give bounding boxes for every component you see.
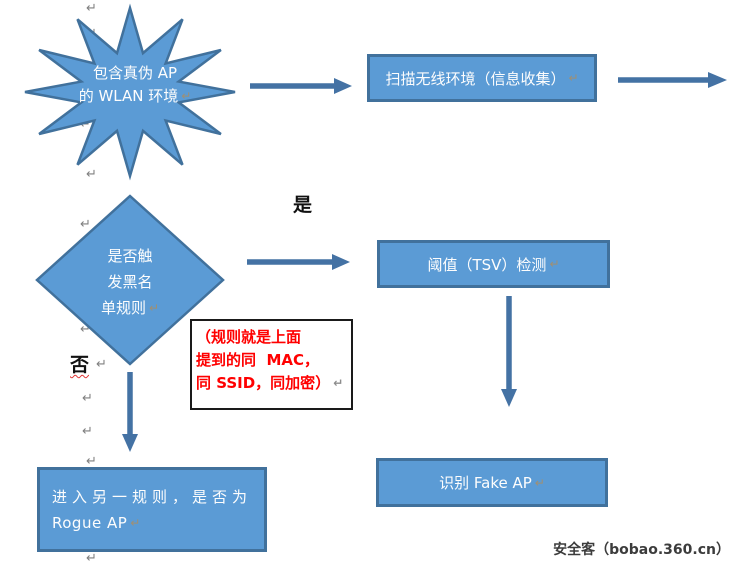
rogue-ap-rule-line: Rogue AP↵ bbox=[52, 513, 141, 532]
return-mark: ↵ bbox=[130, 515, 141, 530]
paragraph-mark: ↵ bbox=[80, 117, 91, 132]
arrow-tsv-to-fake-icon bbox=[501, 296, 517, 407]
arrow-start-to-scan-icon bbox=[250, 78, 352, 94]
watermark-text: 安全客（bobao.360.cn） bbox=[553, 542, 730, 558]
return-mark: ↵ bbox=[568, 71, 579, 85]
paragraph-mark: ↵ bbox=[86, 454, 97, 469]
diamond-label-line: 单规则↵ bbox=[100, 299, 160, 317]
scan-environment-box: 扫描无线环境（信息收集）↵ bbox=[367, 54, 597, 102]
identify-fake-ap-box: 识别 Fake AP↵ bbox=[376, 458, 608, 507]
paragraph-mark: ↵ bbox=[80, 217, 91, 232]
rule-note-line: 提到的同 MAC， bbox=[196, 351, 319, 369]
rule-note-line: 同 SSID，同加密）↵ bbox=[196, 374, 344, 392]
identify-fake-ap-label: 识别 Fake AP bbox=[439, 474, 532, 492]
return-mark: ↵ bbox=[333, 376, 344, 390]
paragraph-mark: ↵ bbox=[86, 167, 97, 182]
arrow-no-to-rogue-icon bbox=[122, 372, 138, 452]
starburst-label-line: 的 WLAN 环境↵ bbox=[78, 87, 192, 105]
starburst-label: 包含真伪 AP 的 WLAN 环境↵ bbox=[55, 62, 215, 108]
rogue-ap-rule-box: 进入另一规则，是否为 Rogue AP↵ bbox=[37, 467, 267, 552]
arrow-yes-to-tsv-icon bbox=[247, 254, 350, 270]
no-branch-label: 否 bbox=[70, 354, 90, 376]
starburst-label-line: 包含真伪 AP bbox=[92, 64, 178, 82]
starburst-shape bbox=[24, 3, 236, 181]
return-mark: ↵ bbox=[549, 257, 560, 271]
rule-note-box: （规则就是上面 提到的同 MAC， 同 SSID，同加密）↵ bbox=[190, 319, 353, 410]
paragraph-mark: ↵ bbox=[82, 424, 93, 439]
rule-note-line: （规则就是上面 bbox=[196, 328, 302, 346]
scan-environment-label: 扫描无线环境（信息收集） bbox=[385, 69, 566, 88]
tsv-detection-label: 阈值（TSV）检测 bbox=[427, 255, 547, 274]
return-mark: ↵ bbox=[181, 89, 192, 103]
diamond-label-line: 发黑名 bbox=[107, 273, 153, 291]
paragraph-mark: ↵ bbox=[82, 391, 93, 406]
rogue-ap-rule-line: 进入另一规则，是否为 bbox=[52, 487, 253, 506]
diamond-label-line: 是否触 bbox=[107, 247, 153, 265]
paragraph-mark: ↵ bbox=[96, 357, 107, 372]
tsv-detection-box: 阈值（TSV）检测↵ bbox=[377, 240, 610, 288]
return-mark: ↵ bbox=[148, 301, 160, 315]
arrow-scan-to-right-icon bbox=[618, 72, 727, 88]
decision-diamond-shape bbox=[35, 194, 225, 366]
yes-branch-label: 是 bbox=[293, 194, 313, 216]
paragraph-mark: ↵ bbox=[80, 322, 91, 337]
decision-diamond-label: 是否触 发黑名 单规则↵ bbox=[80, 243, 180, 321]
paragraph-mark: ↵ bbox=[86, 1, 97, 16]
paragraph-mark: ↵ bbox=[86, 551, 97, 566]
return-mark: ↵ bbox=[534, 475, 545, 490]
